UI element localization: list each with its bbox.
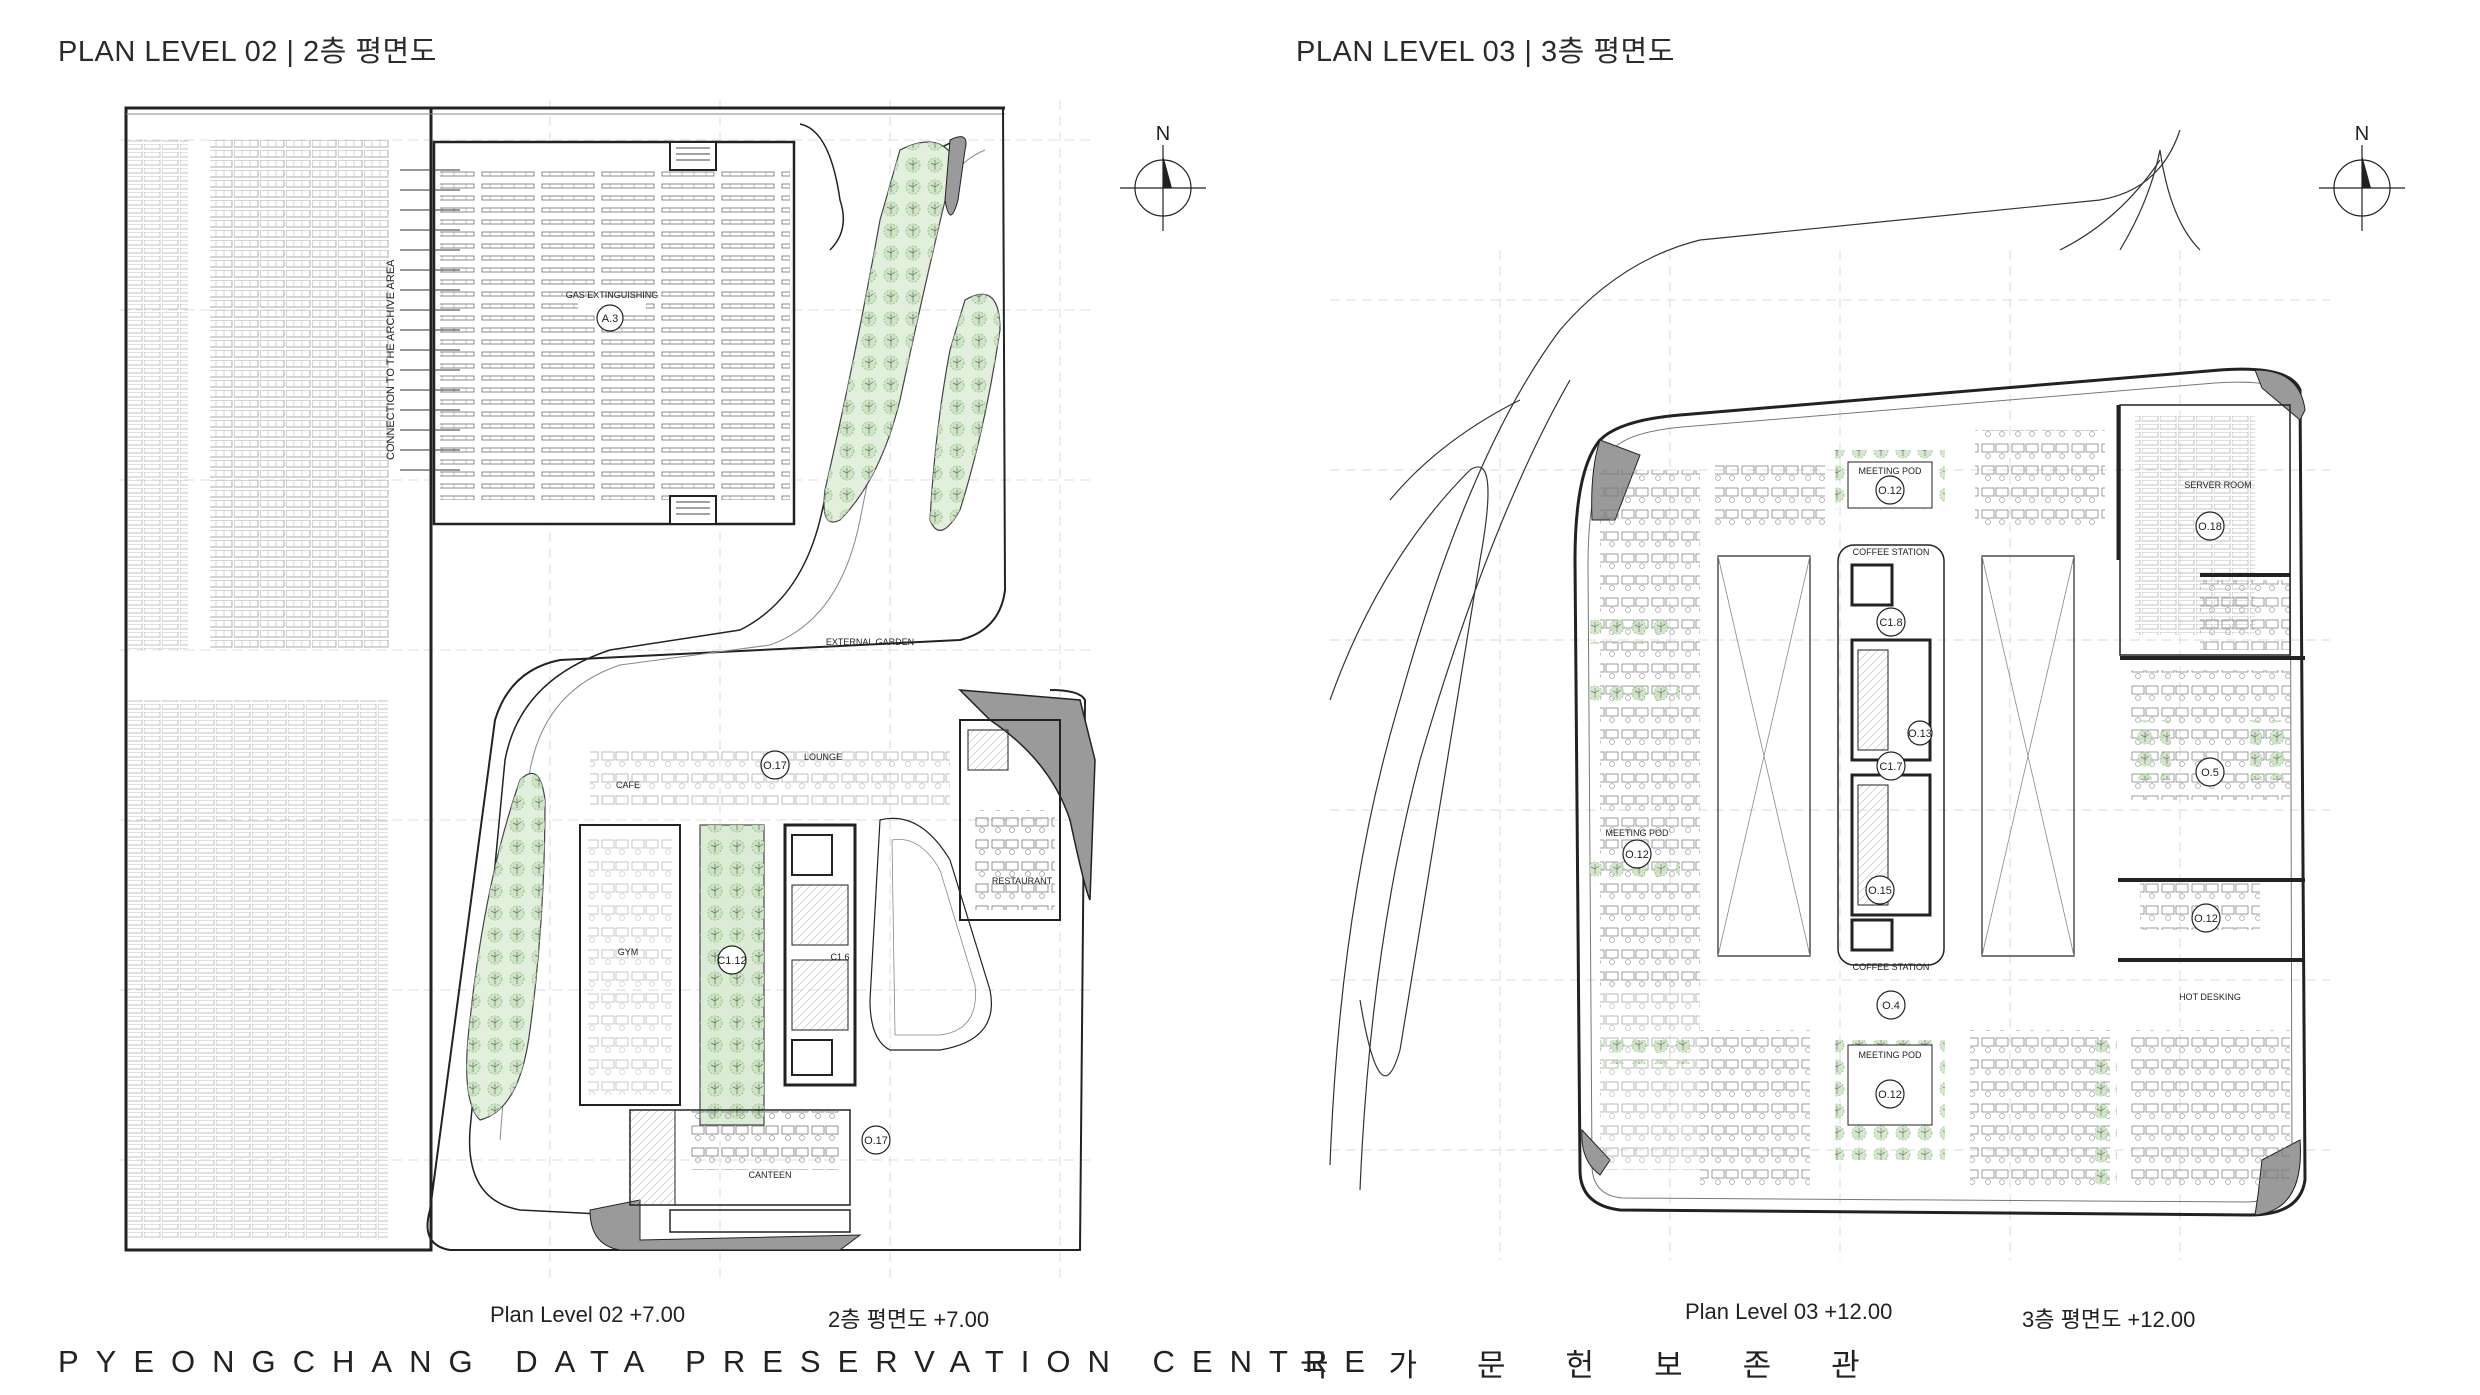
cafe-label: CAFE (616, 780, 640, 790)
tag-c16-label: C1.6 (830, 952, 849, 962)
central-core (1837, 544, 1945, 966)
building-outline (426, 107, 1087, 1251)
north-arrow: N (2319, 123, 2405, 231)
tag-c112 (717, 945, 747, 975)
restaurant-room (959, 719, 1061, 921)
tag-o17-label: O.17 (763, 760, 787, 772)
core-block (783, 823, 857, 1087)
tag-o13-label: O.13 (1908, 728, 1932, 740)
coffee-top-label: COFFEE STATION (1853, 547, 1930, 557)
north-label: N (1156, 123, 1170, 145)
tag-c17-label: C1.7 (1879, 761, 1902, 773)
tag-o5-label: O.5 (2201, 767, 2219, 779)
tag-o12 (2191, 903, 2221, 933)
tag-o18 (2195, 511, 2225, 541)
restaurant-label: RESTAURANT (992, 876, 1053, 886)
lounge-label: LOUNGE (804, 752, 842, 762)
tag-o12-label: O.12 (1878, 485, 1902, 497)
void-left (1717, 555, 1811, 957)
hot-desking-label: HOT DESKING (2179, 992, 2241, 1002)
left-caption-en: Plan Level 02 +7.00 (490, 1302, 686, 1327)
meeting-pod-left-label: MEETING POD (1605, 828, 1669, 838)
right-plan-heading: PLAN LEVEL 03 | 3층 평면도 (1296, 36, 1675, 68)
left-caption-ko: 2층 평면도 +7.00 (828, 1307, 990, 1332)
left-plan-heading: PLAN LEVEL 02 | 2층 평면도 (58, 36, 437, 68)
tag-o5 (2195, 757, 2225, 787)
gym-label: GYM (618, 947, 639, 957)
right-caption-ko: 3층 평면도 +12.00 (2022, 1307, 2196, 1332)
gas-extinguishing-label: GAS EXTINGUISHING (566, 290, 659, 300)
coffee-bottom-label: COFFEE STATION (1853, 962, 1930, 972)
tag-o12-label: O.12 (2194, 913, 2218, 925)
meeting-pod-bottom-label: MEETING POD (1858, 1050, 1922, 1060)
tag-o15-label: O.15 (1868, 885, 1892, 897)
tag-c18-label: C1.8 (1879, 617, 1902, 629)
tag-o18-label: O.18 (2198, 521, 2222, 533)
server-room-label: SERVER ROOM (2184, 480, 2251, 490)
tag-a3 (596, 304, 624, 332)
connection-label: CONNECTION TO THE ARCHIVE AREA (385, 259, 397, 460)
tag-o12-label: O.12 (1625, 849, 1649, 861)
footer-title-en: PYEONGCHANG DATA PRESERVATION CENTRE (58, 1344, 1382, 1379)
floor-outline (1573, 367, 2307, 1217)
meeting-pod-top-label: MEETING POD (1858, 466, 1922, 476)
left-plan: CONNECTION TO THE ARCHIVE AREA GAS EXTIN… (120, 100, 1206, 1280)
archive-rack-block (128, 140, 188, 650)
external-garden-label: EXTERNAL GARDEN (826, 637, 914, 647)
tag-o17 (861, 1125, 891, 1155)
footer-title-ko: 국가문헌보존관 (1300, 1348, 1920, 1383)
tag-o17-label: O.17 (864, 1135, 888, 1147)
void-right (1981, 555, 2075, 957)
tag-a3-label: A.3 (602, 313, 619, 325)
gym-room (579, 824, 681, 1106)
north-arrow: N (1120, 123, 1206, 231)
right-plan: SERVER ROOM O.18 O.5 O.12 HOT DESKING ME… (1329, 123, 2405, 1260)
tag-c112-label: C1.12 (717, 955, 746, 967)
server-room (2119, 404, 2291, 656)
tag-o4-label: O.4 (1882, 1000, 1900, 1012)
archive-rack-block (210, 140, 390, 650)
canteen-label: CANTEEN (748, 1170, 791, 1180)
right-caption-en: Plan Level 03 +12.00 (1685, 1299, 1893, 1324)
north-label: N (2355, 123, 2369, 145)
tag-o12-label: O.12 (1878, 1089, 1902, 1101)
archive-rack-block (128, 700, 388, 1240)
tag-o17 (760, 750, 790, 780)
